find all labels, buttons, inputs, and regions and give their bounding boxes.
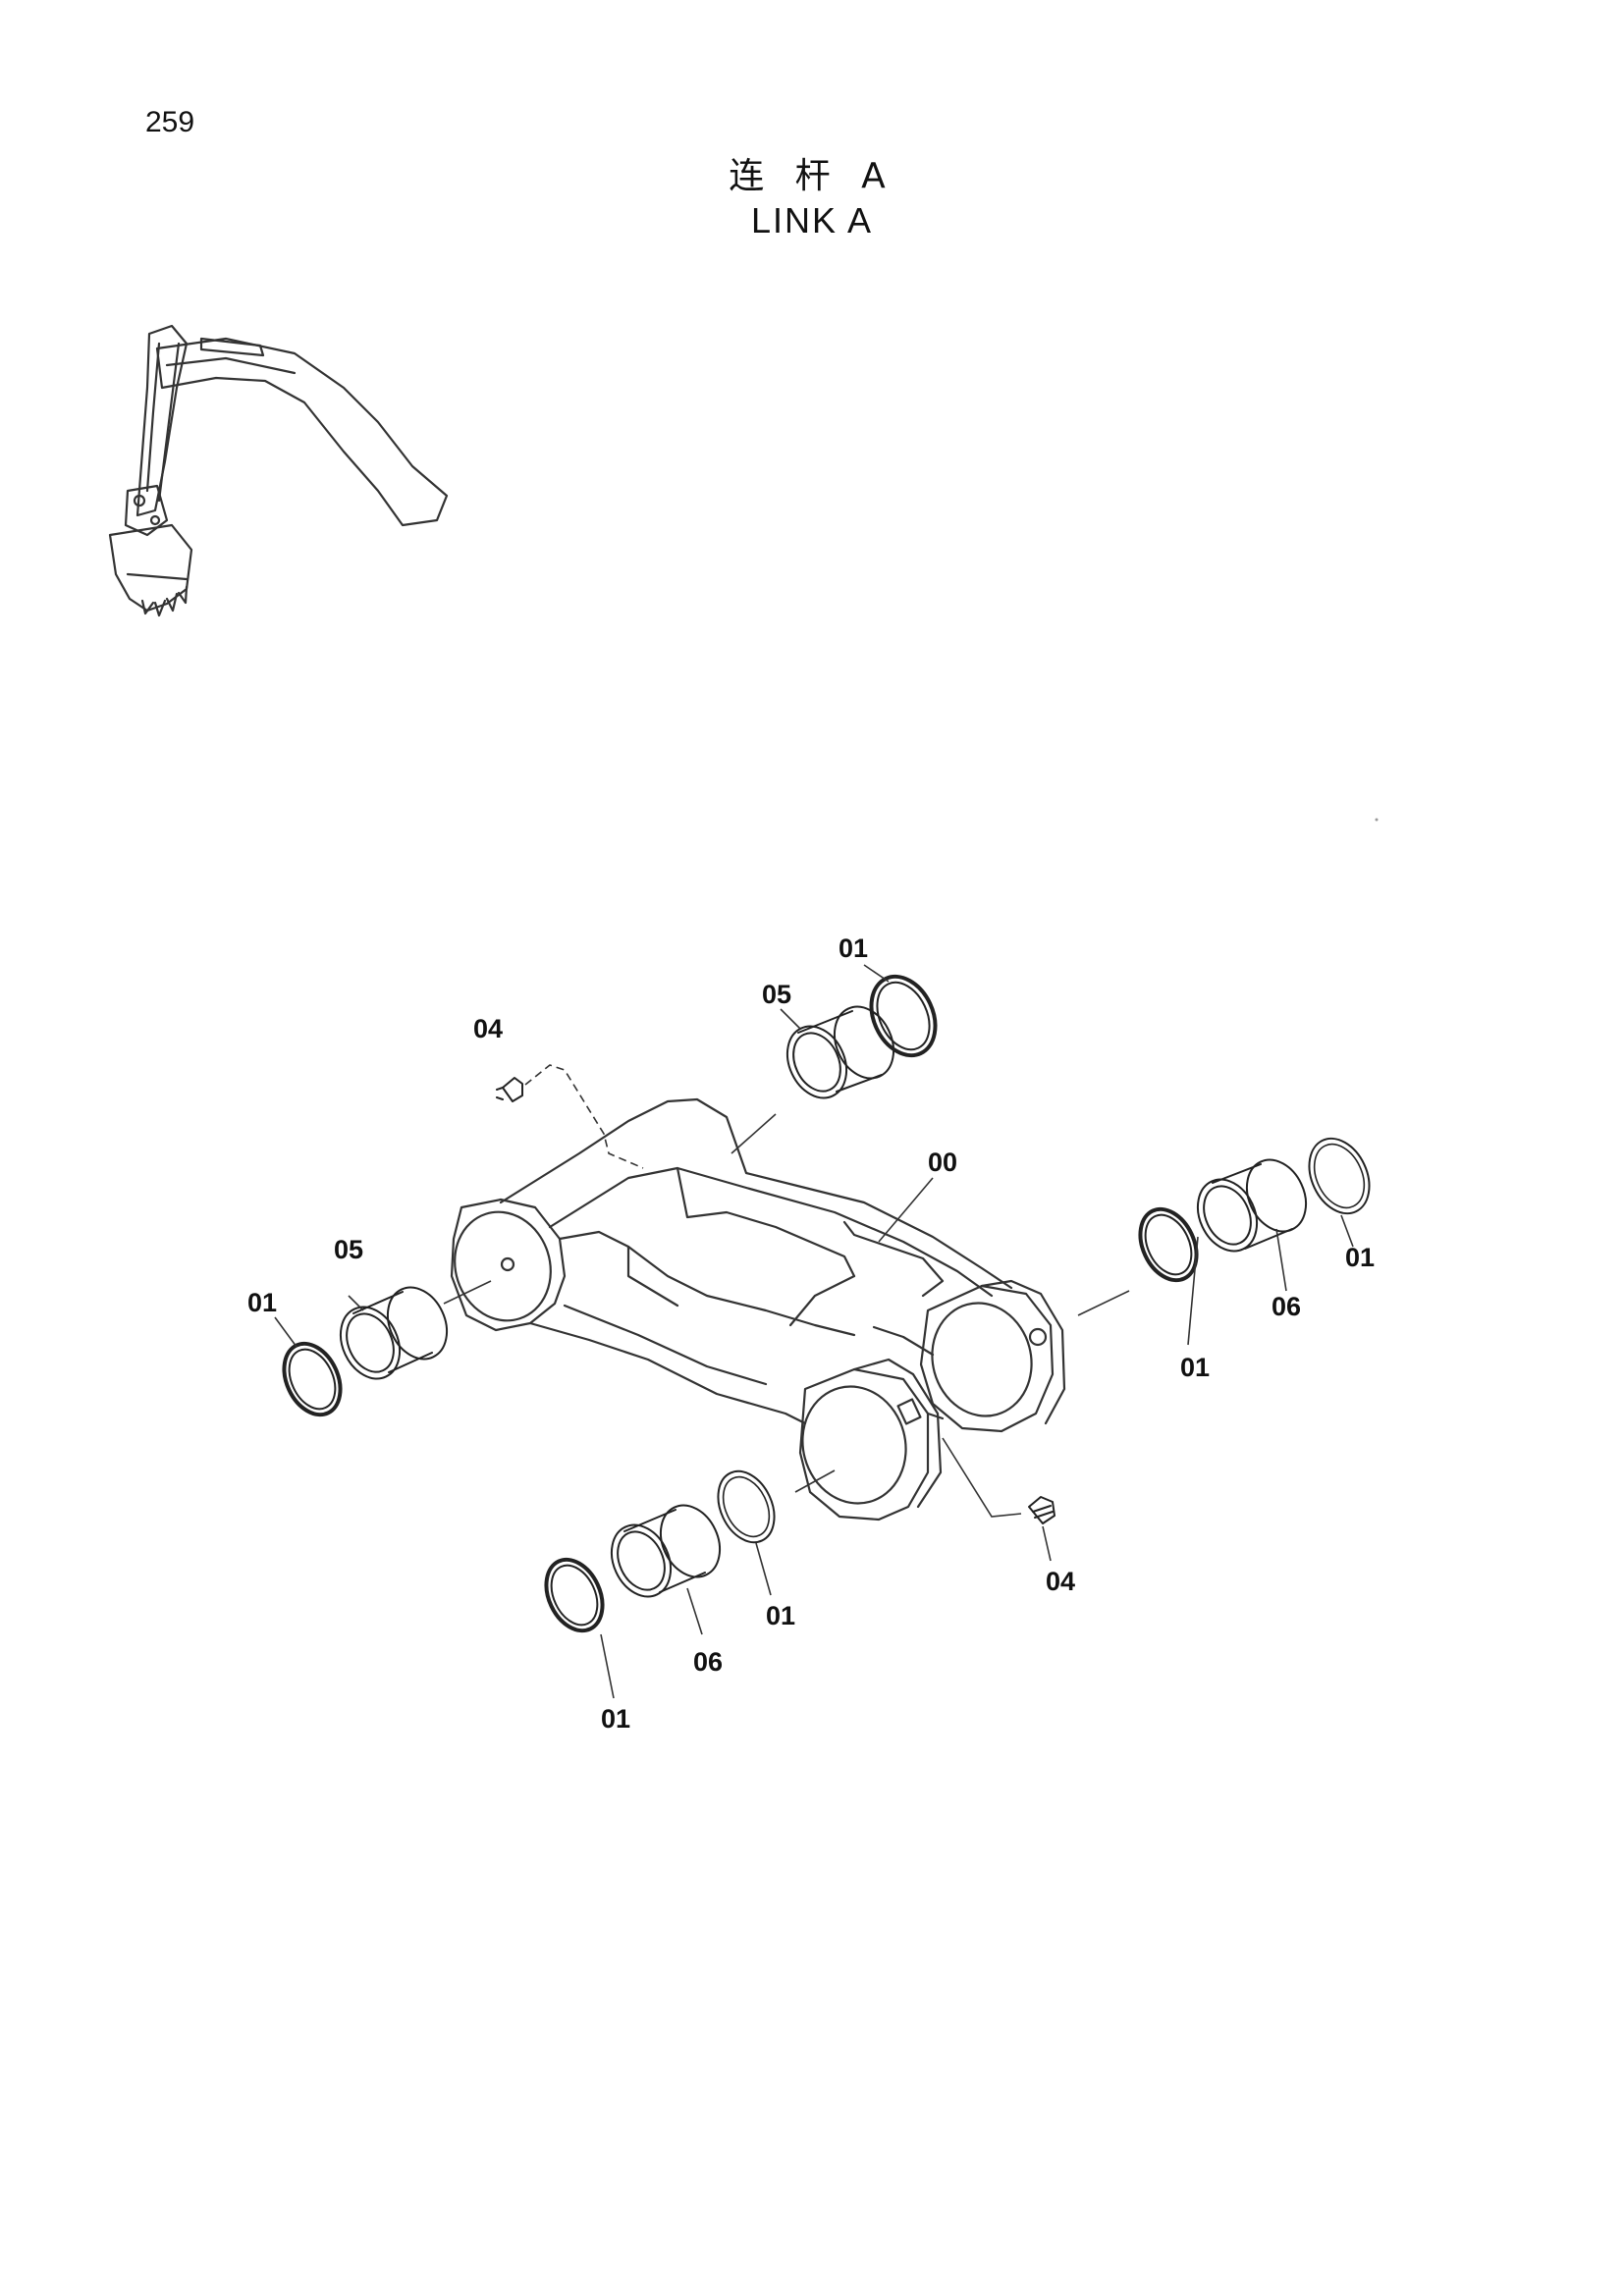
title-english: LINK A	[750, 200, 874, 240]
seal-ring	[869, 974, 938, 1058]
seal-ring	[717, 1469, 776, 1544]
callout-label: 04	[473, 1014, 503, 1043]
callout-label: 05	[334, 1235, 363, 1264]
bushing	[610, 1504, 722, 1598]
hardware-parts	[282, 974, 1371, 1633]
page-number: 259	[145, 106, 195, 138]
assembly-lines	[274, 964, 1354, 1699]
callout-labels: 01 05 04 00 05 01 01 06 01 01 04 06 01	[247, 934, 1375, 1734]
scan-speck	[1375, 818, 1379, 822]
callout-label: 01	[247, 1288, 277, 1317]
callout-label: 01	[766, 1601, 795, 1630]
callout-label: 01	[839, 934, 868, 963]
callout-label: 01	[1345, 1243, 1375, 1272]
grease-fitting	[1028, 1496, 1056, 1524]
excavator-locator-illustration	[108, 324, 449, 617]
callout-label: 00	[928, 1148, 957, 1177]
link-a-body	[450, 1097, 1066, 1522]
bushing	[785, 1005, 895, 1099]
callout-label: 01	[1180, 1353, 1210, 1382]
callout-label: 01	[601, 1704, 630, 1734]
bushing	[339, 1286, 449, 1380]
seal-ring	[1308, 1137, 1371, 1215]
bushing	[1196, 1158, 1308, 1253]
callout-label: 05	[762, 980, 791, 1009]
seal-ring	[544, 1557, 605, 1633]
callout-label: 04	[1046, 1567, 1075, 1596]
seal-ring	[282, 1341, 343, 1417]
callout-label: 06	[693, 1647, 723, 1677]
callout-label: 06	[1272, 1292, 1301, 1321]
seal-ring	[1138, 1206, 1199, 1283]
title-chinese: 连 杆 A	[729, 156, 895, 196]
grease-fitting	[496, 1077, 523, 1102]
